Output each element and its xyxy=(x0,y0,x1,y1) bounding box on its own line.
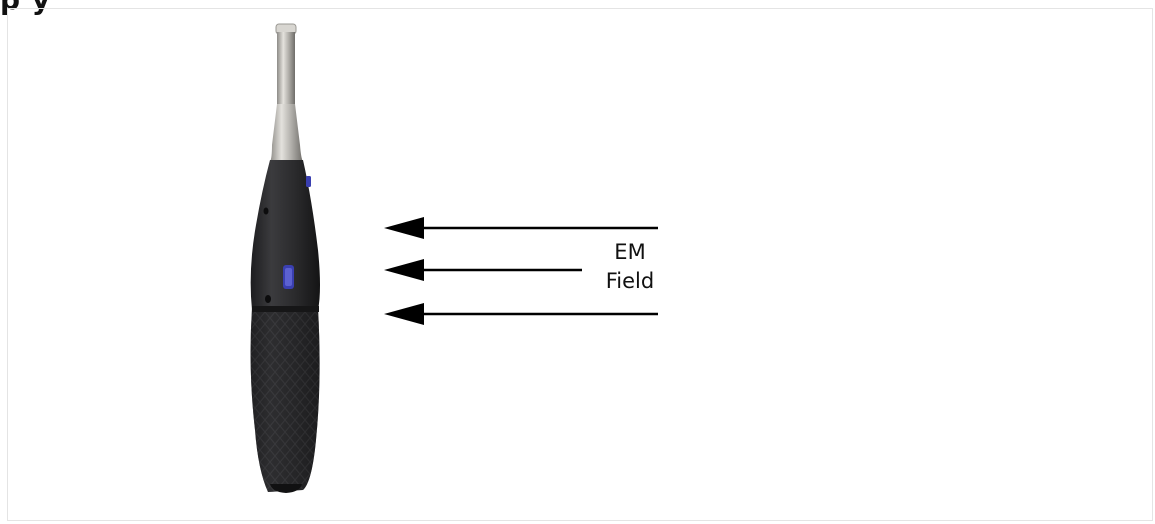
heading-fragment: p y xyxy=(0,0,51,14)
figure-frame xyxy=(7,8,1153,521)
sound-level-meter-icon xyxy=(250,23,320,493)
em-field-label: EM Field xyxy=(580,238,680,296)
em-label-line-2: Field xyxy=(605,269,655,293)
arrow-middle xyxy=(384,259,582,281)
arrow-bottom xyxy=(384,303,658,325)
side-button-icon xyxy=(306,176,311,187)
em-label-line-1: EM xyxy=(614,240,646,264)
arrow-top xyxy=(384,217,658,239)
